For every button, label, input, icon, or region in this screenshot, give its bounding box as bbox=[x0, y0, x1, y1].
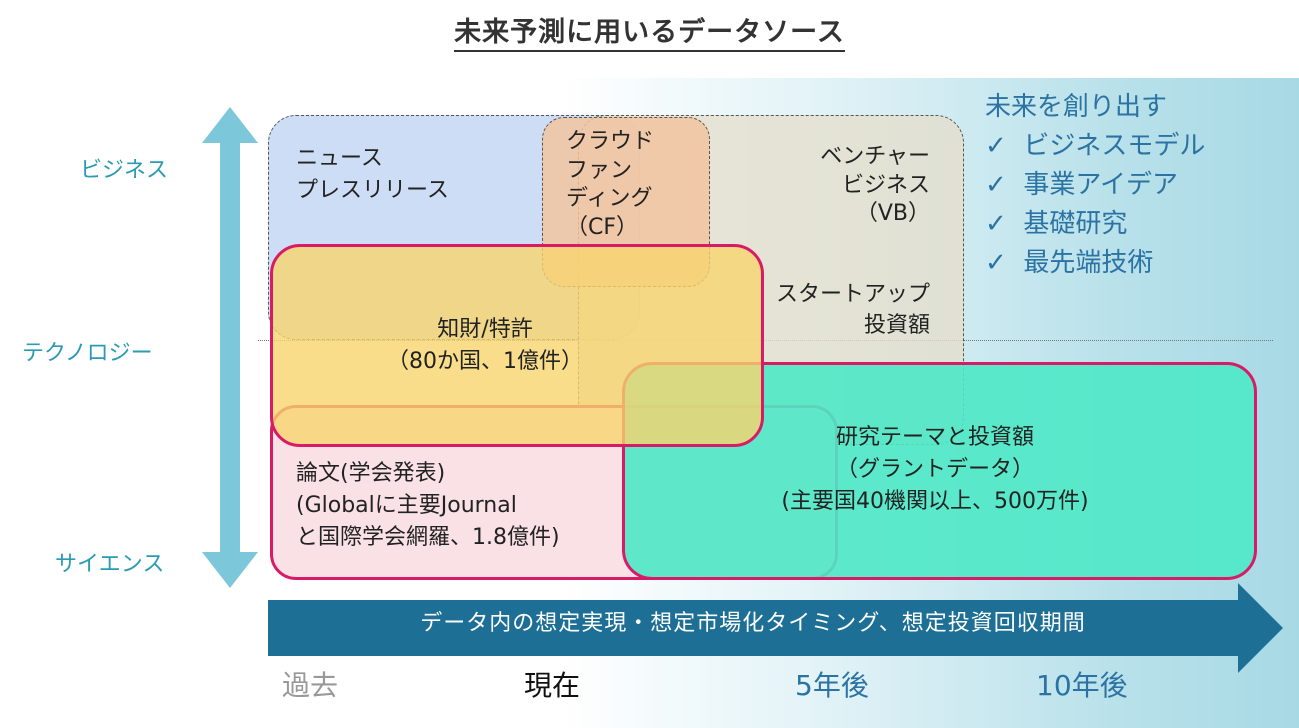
right-list: 未来を創り出す ✓ ビジネスモデル ✓ 事業アイデア ✓ 基礎研究 ✓ 最先端技… bbox=[985, 88, 1205, 283]
venture-text: ベンチャー ビジネス （VB） bbox=[820, 144, 930, 227]
check-icon: ✓ bbox=[985, 209, 1024, 239]
list-item: ✓ 事業アイデア bbox=[985, 170, 1179, 200]
startup-text: スタートアップ 投資額 bbox=[775, 282, 930, 338]
timeline-arrow bbox=[268, 583, 1283, 673]
check-icon: ✓ bbox=[985, 131, 1024, 161]
list-item: ✓ 基礎研究 bbox=[985, 209, 1128, 239]
news-text: ニュース プレスリリース bbox=[296, 146, 449, 203]
tick-5-years: 5年後 bbox=[795, 669, 869, 702]
list-item: ✓ ビジネスモデル bbox=[985, 131, 1206, 161]
crowdfunding-text: クラウド ファン ディング （CF） bbox=[566, 129, 655, 240]
tick-past: 過去 bbox=[282, 669, 339, 702]
tick-10-years: 10年後 bbox=[1036, 669, 1128, 702]
check-icon: ✓ bbox=[985, 248, 1024, 278]
right-list-heading: 未来を創り出す bbox=[985, 92, 1168, 122]
vertical-axis-arrow bbox=[202, 107, 258, 588]
papers-text: 論文(学会発表) (Globalに主要Journal と国際学会網羅、1.8億件… bbox=[296, 461, 560, 550]
timeline-label: データ内の想定実現・想定市場化タイミング、想定投資回収期間 bbox=[420, 611, 1086, 636]
y-label-technology: テクノロジー bbox=[22, 341, 153, 366]
y-label-business: ビジネス bbox=[80, 158, 169, 183]
check-icon: ✓ bbox=[985, 170, 1024, 200]
tick-present: 現在 bbox=[524, 669, 581, 702]
page-title: 未来予測に用いるデータソース bbox=[0, 10, 1299, 52]
list-item: ✓ 最先端技術 bbox=[985, 248, 1154, 278]
y-label-science: サイエンス bbox=[55, 552, 165, 577]
grants-text: 研究テーマと投資額 （グラントデータ） (主要国40機関以上、500万件) bbox=[781, 425, 1089, 514]
patent-box bbox=[270, 244, 764, 447]
patent-text: 知財/特許 （80か国、1億件） bbox=[387, 317, 583, 374]
